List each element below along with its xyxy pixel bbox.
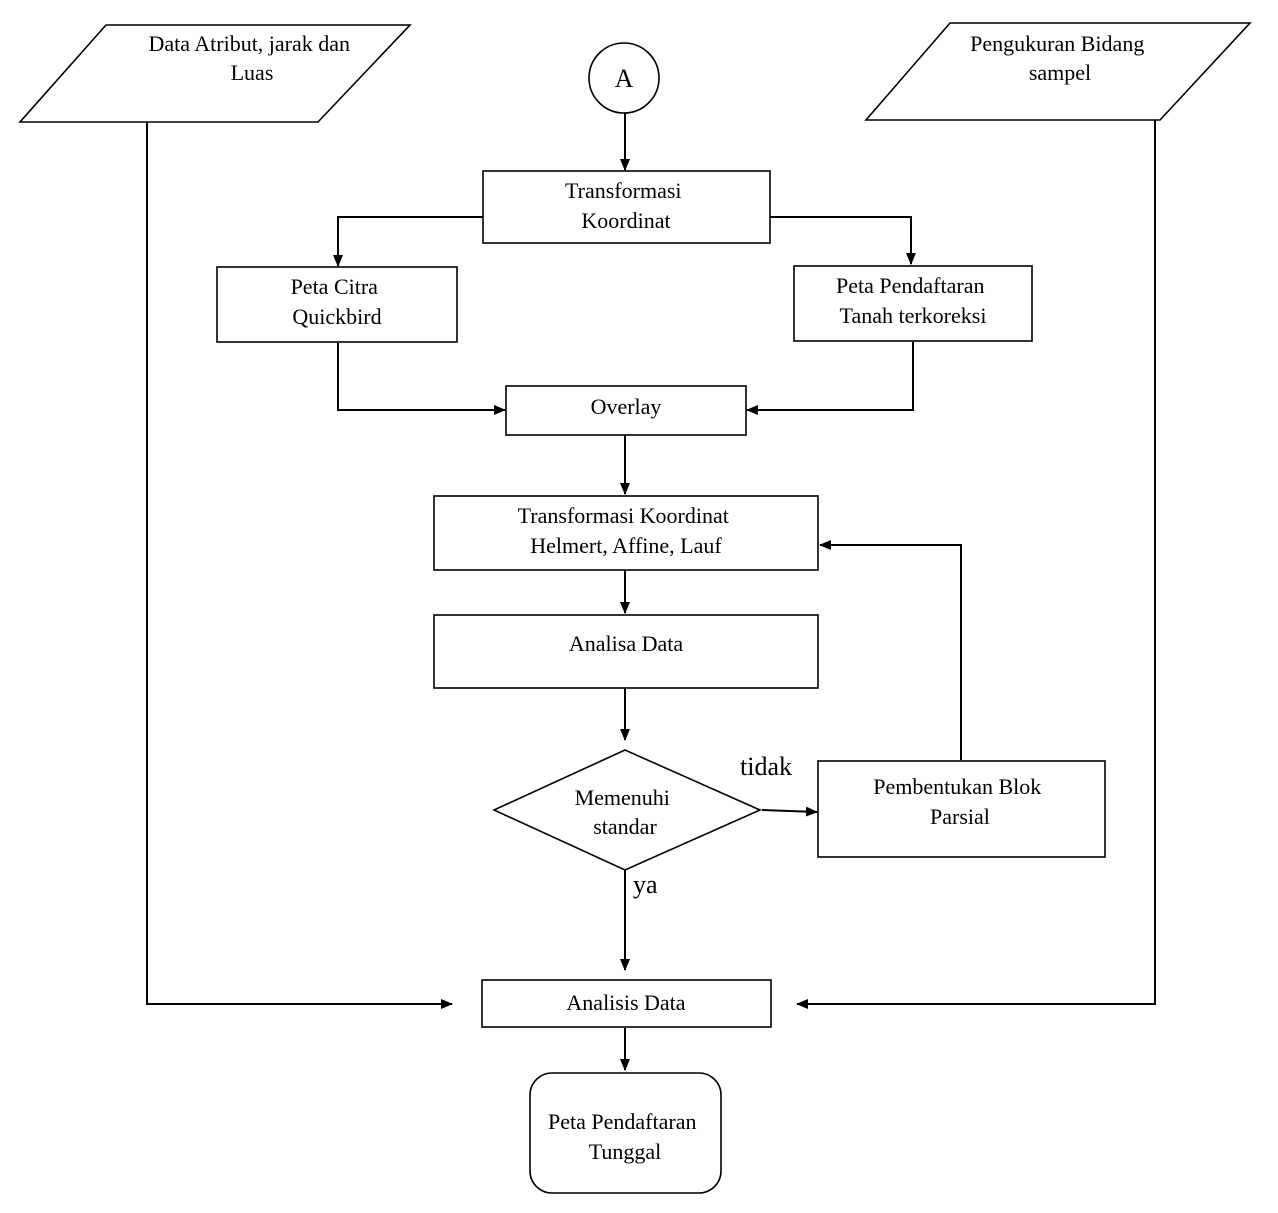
svg-text:Peta Pendaftaran Tunggal: Peta Pendaftaran Tunggal: [548, 1109, 702, 1164]
overlay-node: Overlay: [505, 385, 747, 436]
peta-pendaftaran-terkoreksi-line-1: Peta Pendaftaran: [836, 273, 984, 298]
svg-text:Memenuhi standar: Memenuhi standar: [575, 785, 676, 839]
edge-decision-to-blok: [761, 806, 818, 817]
edges: [146, 113, 1156, 1071]
transform1-line-1: Transformasi: [565, 178, 682, 203]
blok-line-1: Pembentukan Blok: [873, 774, 1041, 799]
analisa-label: Analisa Data: [569, 631, 683, 656]
output-line-1: Peta Pendaftaran: [548, 1109, 696, 1134]
connector-a-label: A: [615, 64, 634, 93]
peta-citra-node: Peta Citra Quickbird: [216, 266, 458, 343]
decision-line-2: standar: [593, 814, 657, 839]
svg-text:Peta Pendaftaran Tanah t: Peta Pendaftaran Tanah terkoreksi: [836, 273, 990, 328]
edge-input-measure-to-analisis: [796, 120, 1156, 1009]
svg-text:Transformasi Koordinat: Transformasi Koordinat: [565, 178, 687, 233]
blok-shape: [817, 760, 1106, 858]
input-measure-line-2: sampel: [1029, 60, 1091, 85]
blok-node: Pembentukan Blok Parsial: [817, 760, 1106, 858]
connector-a-node: A: [588, 42, 660, 114]
decision-shape: [492, 749, 762, 871]
analisa-node: Analisa Data: [433, 614, 819, 689]
peta-citra-line-1: Peta Citra: [291, 274, 379, 299]
peta-pendaftaran-terkoreksi-line-2: Tanah terkoreksi: [840, 303, 987, 328]
output-line-2: Tunggal: [589, 1139, 662, 1164]
transform2-line-2: Helmert, Affine, Lauf: [530, 533, 722, 558]
transform1-shape: [482, 170, 771, 244]
transform2-node: Transformasi Koordinat Helmert, Affine, …: [433, 495, 819, 571]
input-measure-shape: [864, 22, 1252, 121]
edge-blok-to-transform2: [819, 540, 962, 760]
svg-text:Pembentukan Blok Parsial: Pembentukan Blok Parsial: [873, 774, 1047, 829]
transform1-node: Transformasi Koordinat: [482, 170, 771, 244]
edge-transform1-to-peta-citra: [333, 216, 483, 267]
svg-text:Peta Citra Quickbird: Peta Citra Quickbird: [291, 274, 384, 329]
svg-text:Pengukuran Bidang sampel: Pengukuran Bidang sampel: [970, 31, 1150, 85]
blok-line-2: Parsial: [930, 804, 990, 829]
svg-text:Transformasi Koordinat H: Transformasi Koordinat Helmert, Affine, …: [518, 503, 735, 558]
input-measure-node: Pengukuran Bidang sampel: [864, 22, 1252, 121]
decision-node: Memenuhi standar: [492, 749, 762, 871]
input-attr-line-2: Luas: [231, 60, 274, 85]
edge-label-no: tidak: [740, 752, 792, 781]
analisis-node: Analisis Data: [481, 979, 772, 1028]
decision-line-1: Memenuhi: [575, 785, 670, 810]
input-measure-line-1: Pengukuran Bidang: [970, 31, 1144, 56]
connector-a-shape: [588, 42, 660, 114]
input-attr-shape: [18, 24, 412, 123]
analisis-label: Analisis Data: [566, 990, 685, 1015]
overlay-shape: [505, 385, 747, 436]
input-attr-line-1: Data Atribut, jarak dan: [148, 31, 350, 56]
edge-label-yes: ya: [633, 870, 658, 899]
edge-peta-citra-to-overlay: [337, 343, 506, 415]
transform2-line-1: Transformasi Koordinat: [518, 503, 729, 528]
edge-peta-pendaftaran-to-overlay: [746, 342, 914, 415]
overlay-label: Overlay: [591, 394, 662, 419]
peta-pendaftaran-terkoreksi-node: Peta Pendaftaran Tanah terkoreksi: [793, 265, 1033, 342]
svg-text:Data Atribut, jarak dan: Data Atribut, jarak dan Luas: [148, 31, 355, 85]
output-shape: [529, 1072, 722, 1194]
input-attr-node: Data Atribut, jarak dan Luas: [18, 24, 412, 123]
transform2-shape: [433, 495, 819, 571]
output-node: Peta Pendaftaran Tunggal: [529, 1072, 722, 1194]
analisis-shape: [481, 979, 772, 1028]
peta-pendaftaran-terkoreksi-shape: [793, 265, 1033, 342]
analisa-shape: [433, 614, 819, 689]
peta-citra-line-2: Quickbird: [292, 304, 381, 329]
transform1-line-2: Koordinat: [581, 208, 670, 233]
peta-citra-shape: [216, 266, 458, 343]
edge-input-attr-to-analisis: [146, 122, 453, 1009]
edge-transform1-to-peta-pendaftaran: [770, 216, 916, 265]
